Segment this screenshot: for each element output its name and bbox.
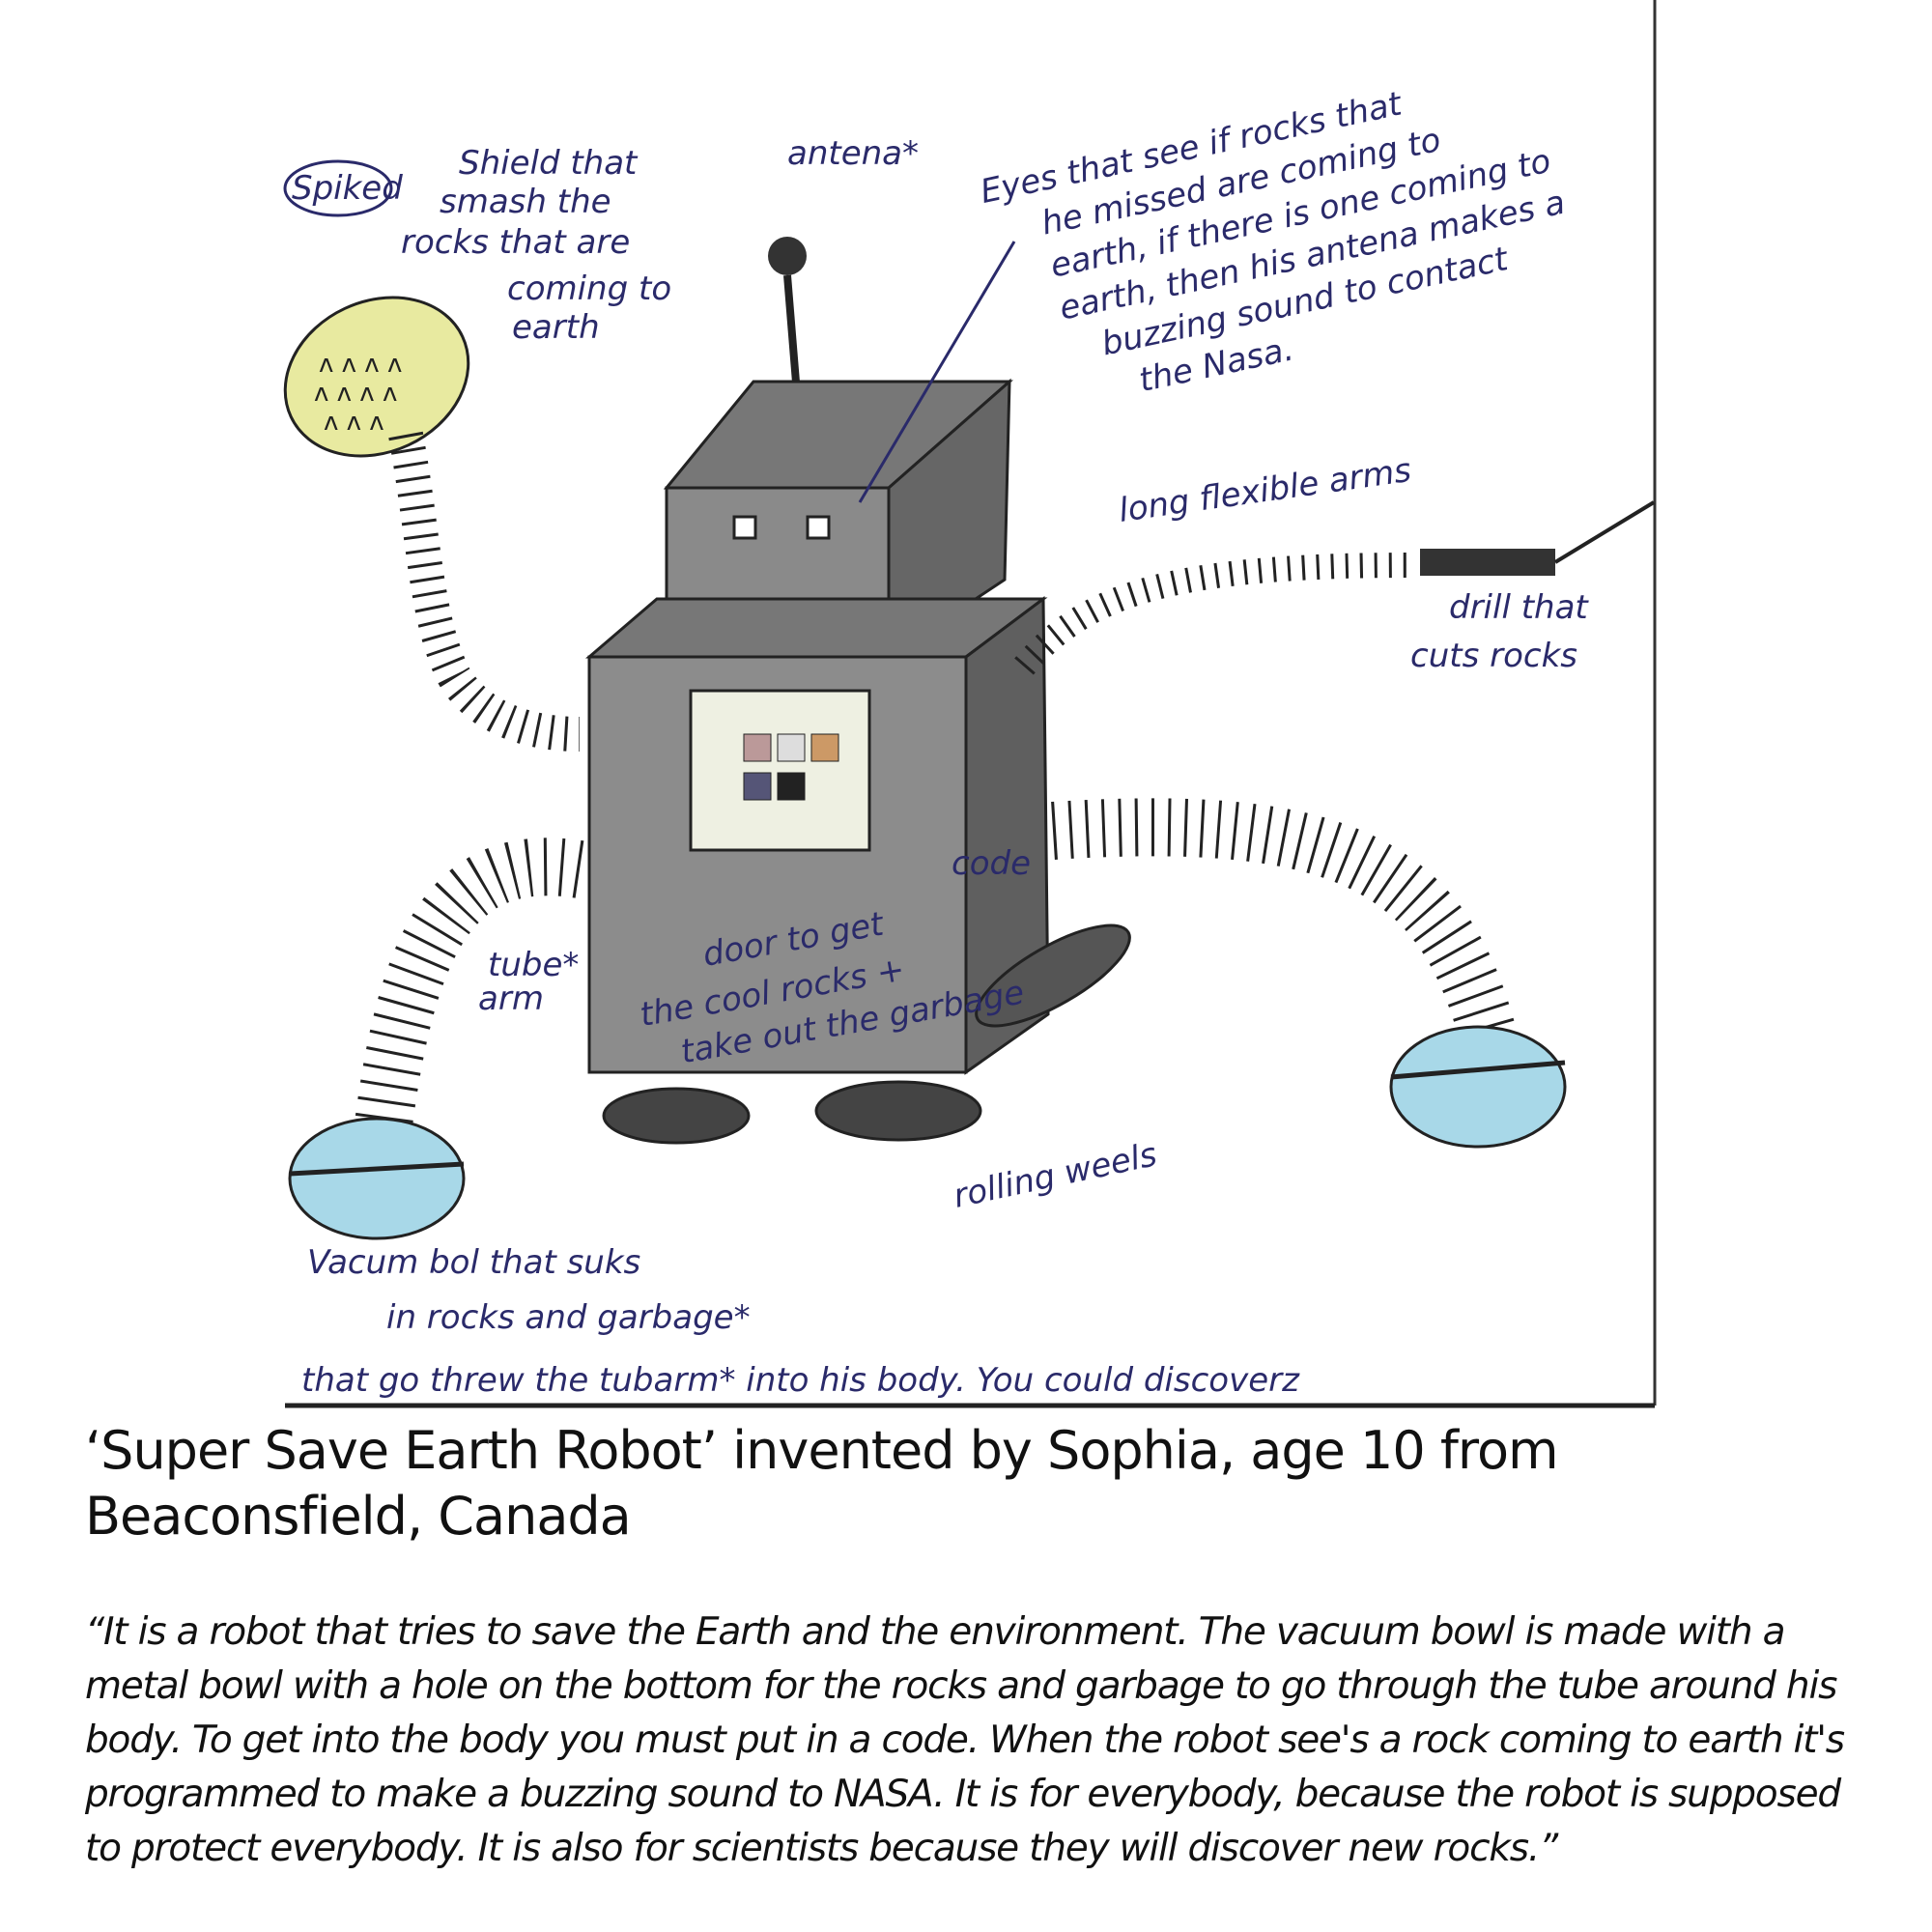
rolling-wheels <box>602 923 1131 1145</box>
drill <box>1420 549 1555 576</box>
vacuum-bowl-right <box>1389 1025 1567 1149</box>
robot-eye-left <box>732 515 757 540</box>
right-flexible-arm <box>1014 553 1411 675</box>
robot-body <box>584 596 1050 1075</box>
annotation-text: earth <box>512 308 600 347</box>
annotation-text: coming to <box>507 270 671 308</box>
annotation-text: Shield that <box>459 144 639 183</box>
code-panel <box>689 689 871 852</box>
code-annotation: code <box>952 844 1031 883</box>
drill-annotation-1: drill that <box>1449 588 1589 627</box>
annotation-text: rocks that are <box>401 223 630 262</box>
spiked-shield: ʌ ʌ ʌ ʌ ʌ ʌ ʌ ʌ ʌ ʌ ʌ <box>283 296 470 458</box>
robot-drawing: ʌ ʌ ʌ ʌ ʌ ʌ ʌ ʌ ʌ ʌ ʌ <box>283 0 1657 1408</box>
robot-eye-right <box>806 515 831 540</box>
annotation-text: that go threw the tubarm* into his body.… <box>301 1361 1300 1400</box>
wheels-annotation: rolling weels <box>951 1135 1161 1216</box>
caption-description: “It is a robot that tries to save the Ea… <box>85 1610 1845 1870</box>
svg-text:ʌ ʌ ʌ ʌ: ʌ ʌ ʌ ʌ <box>314 379 397 408</box>
annotation-text: in rocks and garbage* <box>386 1298 751 1337</box>
eyes-annotation: Eyes that see if rocks that he missed ar… <box>977 84 1568 400</box>
tube-annotation-2: arm <box>478 980 544 1018</box>
vacuum-annotation: Vacum bol that suks in rocks and garbage… <box>301 1243 1300 1400</box>
annotation-text: Vacum bol that suks <box>307 1243 640 1282</box>
svg-text:ʌ ʌ ʌ: ʌ ʌ ʌ <box>324 408 384 437</box>
shield-annotation: Spiked Shield that smash the rocks that … <box>283 144 671 347</box>
antenna-annotation: antena* <box>787 134 919 173</box>
tube-annotation-1: tube* <box>488 946 579 984</box>
svg-text:ʌ ʌ ʌ ʌ: ʌ ʌ ʌ ʌ <box>319 350 402 379</box>
caption-title: ‘Super Save Earth Robot’ invented by Sop… <box>85 1420 1559 1547</box>
vacuum-bowl-left <box>288 1117 466 1240</box>
arms-annotation: long flexible arms <box>1117 451 1414 530</box>
annotation-text: smash the <box>440 183 611 221</box>
eyes-pointer-arrow <box>858 241 1016 503</box>
left-upper-arm <box>388 431 581 752</box>
annotation-text: Spiked <box>292 169 403 208</box>
drill-annotation-2: cuts rocks <box>1410 637 1577 675</box>
